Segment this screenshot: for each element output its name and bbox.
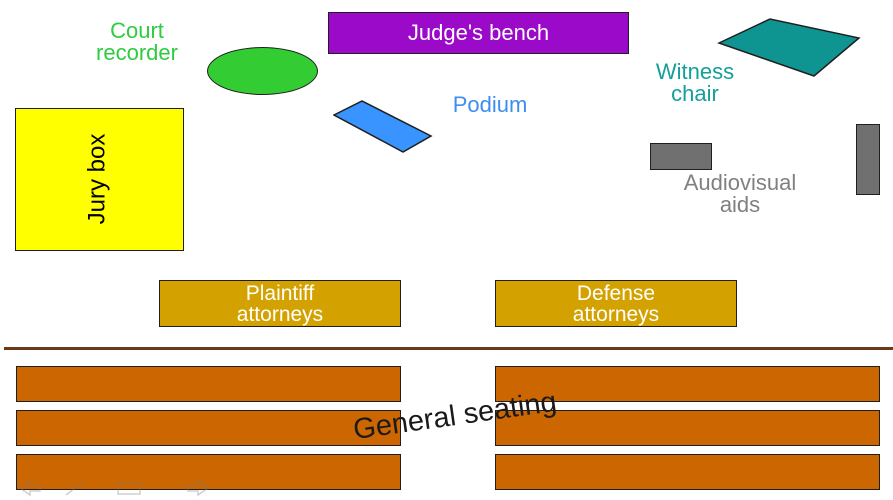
- defense-attorneys-label: Defense attorneys: [572, 281, 660, 326]
- seating-bench-left-2: [16, 410, 401, 446]
- judges-bench: Judge's bench: [328, 12, 629, 54]
- seating-bench-left-1: [16, 366, 401, 402]
- next-arrow-icon[interactable]: [187, 479, 210, 497]
- seating-bench-left-3: [16, 454, 401, 490]
- witness-chair-polygon: [717, 18, 861, 77]
- witness-chair-label: Witness chair: [655, 59, 735, 106]
- plaintiff-attorneys-label: Plaintiff attorneys: [236, 281, 324, 326]
- podium-label: Podium: [452, 92, 528, 117]
- jury-box-label: Jury box: [83, 133, 111, 225]
- defense-attorneys-table: Defense attorneys: [495, 280, 737, 327]
- audiovisual-aid-screen: [650, 143, 712, 170]
- podium-polygon: [333, 100, 433, 153]
- court-recorder-seat: [207, 47, 318, 95]
- audiovisual-aid-stand: [856, 124, 880, 195]
- slide-nav-controls[interactable]: [18, 478, 218, 498]
- judges-bench-label: Judge's bench: [407, 20, 550, 45]
- witness-chair-shape: [717, 18, 861, 77]
- seating-bench-right-2: [495, 410, 880, 446]
- pen-icon[interactable]: [65, 480, 85, 496]
- screen-icon[interactable]: [117, 482, 141, 495]
- seating-bench-right-1: [495, 366, 880, 402]
- seating-bench-right-3: [495, 454, 880, 490]
- plaintiff-attorneys-table: Plaintiff attorneys: [159, 280, 401, 327]
- jury-box: [15, 108, 184, 251]
- bar-divider: [4, 347, 893, 350]
- podium-shape: [333, 100, 433, 153]
- court-recorder-label: Court recorder: [96, 18, 178, 65]
- audiovisual-aids-label: Audiovisual aids: [683, 170, 797, 217]
- prev-arrow-icon[interactable]: [18, 479, 41, 497]
